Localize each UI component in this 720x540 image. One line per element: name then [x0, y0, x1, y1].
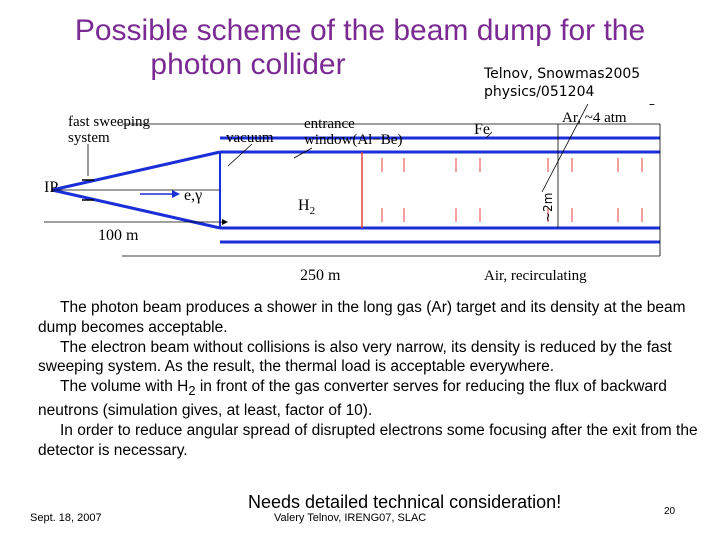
fe-pointer — [485, 131, 493, 139]
paragraph-h2-subscript: 2 — [188, 383, 196, 399]
gas-flow-arrows — [381, 158, 643, 222]
paragraph-electron-beam: The electron beam without collisions is … — [38, 338, 698, 378]
footer-date: Sept. 18, 2007 — [30, 512, 102, 524]
beam-arrow-head — [172, 190, 180, 198]
h2o-label: H20 — [636, 104, 664, 108]
vacuum-pipe-upper — [51, 150, 221, 192]
h2-label: H2 — [298, 197, 315, 217]
hundred-meter-arrow — [222, 219, 228, 225]
paragraph-photon-beam: The photon beam produces a shower in the… — [38, 298, 698, 338]
paragraph-h2-volume-text-a: The volume with H — [60, 378, 189, 396]
fe-label: Fe — [474, 121, 490, 138]
vacuum-label: vacuum — [226, 130, 274, 146]
two-fifty-meter-label: 250 m — [300, 267, 341, 284]
vacuum-pointer — [227, 143, 253, 167]
footer-author: Valery Telnov, IRENG07, SLAC — [274, 512, 427, 524]
entrance-window-pointer — [293, 147, 313, 159]
e-gamma-label: e,γ — [184, 187, 202, 204]
ar-label: Ar, ~4 atm — [562, 110, 627, 126]
paragraph-h2-volume: The volume with H2 in front of the gas c… — [38, 377, 698, 421]
entrance-label-1: entrance — [304, 116, 355, 132]
footer-page-number: 20 — [664, 506, 676, 517]
paragraph-electron-beam-text: The electron beam without collisions is … — [38, 338, 672, 376]
ar-pointer — [541, 104, 589, 193]
air-label: Air, recirculating — [484, 268, 587, 284]
entrance-label-2: window(Al−Be) — [304, 132, 402, 148]
paragraph-focusing-text: In order to reduce angular spread of dis… — [38, 421, 698, 459]
beam-dump-diagram: fast sweeping system vacuum entrance win… — [44, 104, 664, 284]
fast-sweeping-label-1: fast sweeping — [68, 114, 151, 130]
needs-consideration-note: Needs detailed technical consideration! — [248, 492, 562, 512]
two-meter-label: ~2m — [541, 193, 555, 222]
paragraph-focusing: In order to reduce angular spread of dis… — [38, 421, 698, 461]
slide-title-line2: photon collider — [150, 48, 346, 81]
ip-label: IP — [44, 179, 58, 196]
paragraph-photon-beam-text: The photon beam produces a shower in the… — [38, 299, 686, 336]
slide-body: The photon beam produces a shower in the… — [38, 298, 698, 460]
fast-sweeping-label-2: system — [68, 130, 110, 146]
slide-title-line1: Possible scheme of the beam dump for the — [74, 14, 646, 47]
paragraph-h2-volume-text-b: in front of the gas converter serves for… — [38, 378, 667, 420]
hundred-meter-label: 100 m — [98, 227, 139, 244]
reference-arxiv: physics/051204 — [484, 84, 595, 100]
reference-author: Telnov, Snowmas2005 — [484, 66, 641, 82]
